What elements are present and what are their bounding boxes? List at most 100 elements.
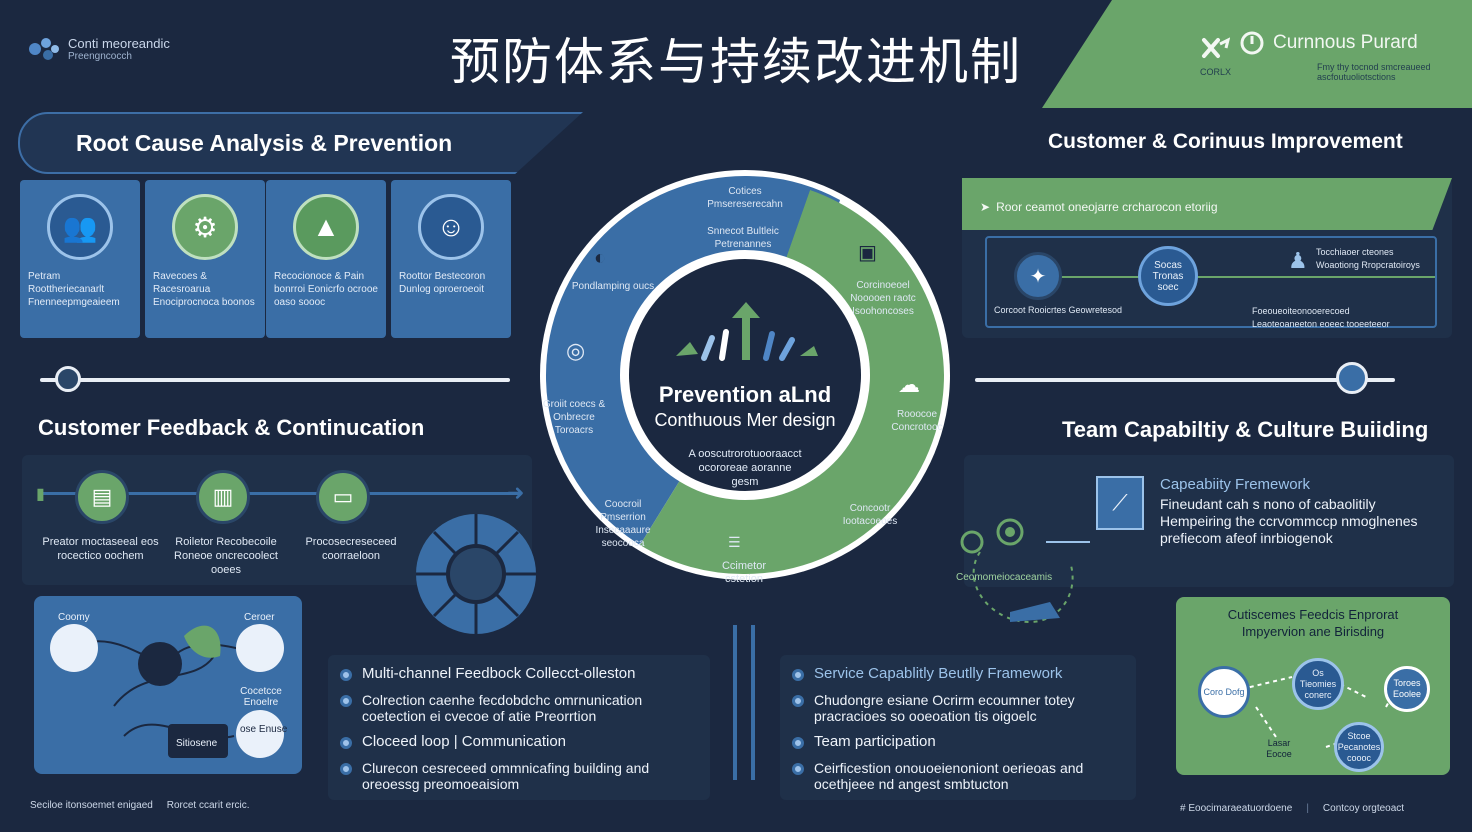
- ring-label-left-b: Groiit coecs & Onbrecre Toroacrs: [542, 399, 606, 436]
- ring-label-right-a: Corcinoeoel Nooooen raotc Isoohoncoses: [850, 280, 916, 317]
- process-right-top: Tocchiaoer cteones Woaotiong Rropcratoir…: [1316, 247, 1420, 270]
- list-item: Multi-channel Feedbock Collecct-olleston: [340, 666, 700, 682]
- center-subtitle: A ooscutrorotuooraacct ocororeae aoranne…: [688, 448, 802, 488]
- brand-tagline: Preengncocch: [68, 51, 132, 62]
- ring-label-top-a: Cotices Pmsereserecahn: [707, 186, 783, 210]
- feedback-node-2[interactable]: ▥: [196, 470, 250, 524]
- list-item: Cloceed loop | Communication: [340, 734, 700, 750]
- card-text: Ravecoes & Racesroarua Enociprocnoca boo…: [153, 271, 255, 308]
- improvement-flow: [1241, 676, 1399, 748]
- process-node: Socas Tronas soec: [1138, 246, 1198, 306]
- map-label-tl: Coomy: [58, 612, 90, 623]
- customer-improvement-bar: [962, 178, 1452, 230]
- feedback-network: [50, 624, 284, 758]
- framework-icon: ⟋: [1096, 476, 1144, 530]
- bullet-icon: [340, 737, 352, 749]
- people-icon: 👥: [47, 194, 113, 260]
- footer-left: Seciloe itonsoemet enigaed Rorcet ccarit…: [30, 800, 250, 811]
- bullet-icon: [792, 669, 804, 681]
- capability-list: Service Capablitly Beutlly Framework Chu…: [792, 666, 1128, 792]
- card-text: Recocionoce & Pain bonrroi Eonicrfo ocro…: [274, 271, 378, 308]
- monitor-icon: ▭: [332, 484, 354, 509]
- chat-icon: ◎: [566, 338, 586, 363]
- improvement-panel-title: Cutiscemes Feedcis Enprorat Impyervion a…: [1227, 607, 1399, 639]
- feedback-list-panel: [328, 655, 710, 800]
- card-text: Roottor Bestecoron Dunlog oproeroeoit: [399, 271, 486, 295]
- cross-arrow-icon: [1202, 36, 1231, 58]
- person-icon: ☺: [418, 194, 484, 260]
- mountain-icon: ▲: [293, 194, 359, 260]
- feedback-text-2: Roiletor Recobecoile Roneoe oncrecoolect…: [174, 536, 278, 576]
- bullet-icon: [792, 737, 804, 749]
- bullet-icon: [792, 763, 804, 775]
- list-item: Clurecon cesreceed ommnicafing building …: [340, 760, 700, 792]
- root-cause-heading: Root Cause Analysis & Prevention: [76, 130, 453, 156]
- map-label-br: ose Enuse: [240, 724, 288, 735]
- process-frame: [985, 236, 1437, 328]
- connector-line-left: [40, 378, 510, 382]
- brand-banner-right: [1042, 0, 1472, 108]
- ring-label-bottom-left: Coocroil Pmserrion Insecaaaure seocooca: [595, 499, 651, 549]
- brand-right-code: CORLX: [1200, 66, 1232, 77]
- bullet-icon: [340, 669, 352, 681]
- list-item: Team participation: [792, 734, 1128, 750]
- feedback-heading: Customer Feedback & Continucation: [38, 415, 425, 440]
- customer-improvement-bar-text: ➤ Roor ceamot oneojarre crcharocon etori…: [980, 200, 1218, 214]
- brand-name: Conti meoreandic: [68, 36, 170, 51]
- team-heading: Team Capabiltiy & Culture Buiiding: [1062, 417, 1429, 442]
- ring-label-bottom-right: Concootr Iootacoeoes: [842, 503, 898, 527]
- center-title: Prevention aLnd Conthuous Mer design: [654, 382, 836, 430]
- user-icon: ♟: [1288, 248, 1308, 273]
- feedback-list: Multi-channel Feedbock Collecct-olleston…: [340, 666, 700, 792]
- capability-list-panel: [780, 655, 1136, 800]
- list-item: Colrection caenhe fecdobdchc omrnunicati…: [340, 692, 700, 724]
- list-item: Service Capablitly Beutlly Framework: [792, 666, 1128, 682]
- list-item: Ceirficestion onouoeienoniont oerieoas a…: [792, 760, 1128, 792]
- device-icon: ▣: [858, 242, 877, 264]
- improvement-node-1: Coro Dofg: [1198, 666, 1250, 718]
- growth-arrows-icon: [676, 302, 818, 361]
- process-bottom-right: Foeoueoiteonooerecoed Leaoteoaneeton eoe…: [1252, 306, 1390, 329]
- brand-right-tagline: Fmy thy tocnod smcreaueed ascfoutuoliots…: [1317, 62, 1431, 82]
- connector-node-right: [1336, 362, 1368, 394]
- bullet-icon: [340, 695, 352, 707]
- connector-vertical-2: [751, 625, 755, 780]
- map-label-bc: Sitiosene: [176, 738, 218, 749]
- compass-icon: ✦: [1014, 252, 1062, 300]
- feedback-node-3[interactable]: ▭: [316, 470, 370, 524]
- connector-node-left: [55, 366, 81, 392]
- brand-right-name: Curnnous Purard: [1273, 32, 1418, 53]
- ring-icon: [1240, 31, 1264, 55]
- connector-vertical-1: [733, 625, 737, 780]
- bullet-icon: [792, 695, 804, 707]
- feedback-text-1: Preator moctaseeal eos rocectico oochem: [42, 536, 159, 562]
- root-cause-card-4[interactable]: ☺ Roottor Bestecoron Dunlog oproeroeoit: [391, 180, 511, 338]
- improvement-node-4: Lasar Eocoe: [1266, 738, 1292, 759]
- team-panel: [964, 455, 1454, 587]
- ring-label-bottom: Ccimetor cstetion: [721, 560, 766, 585]
- root-cause-card-3[interactable]: ▲ Recocionoce & Pain bonrroi Eonicrfo oc…: [266, 180, 386, 338]
- arrow-icon: ➤: [980, 200, 991, 214]
- root-cause-card-2[interactable]: ⚙ Ravecoes & Racesroarua Enociprocnoca b…: [145, 180, 265, 338]
- process-bottom-left: Corcoot Rooicrtes Geowretesod: [994, 305, 1123, 315]
- document-icon: ▤: [91, 484, 113, 509]
- map-label-mr: Cocetcce Enoelre: [240, 686, 282, 708]
- feedback-node-1[interactable]: ▤: [75, 470, 129, 524]
- framework-text: Capeabiity Fremework Fineudant cah s non…: [1160, 476, 1418, 546]
- card-text: Petram Roottheriecanarlt Fnenneepmgeaiee…: [28, 271, 120, 308]
- map-label-tr: Ceroer: [244, 612, 275, 623]
- ring-label-top-b: Snnecot Bultleic Petrenannes: [707, 226, 779, 250]
- team-icon: ⚙: [172, 194, 238, 260]
- clipboard-icon: ▥: [212, 484, 234, 509]
- ring-label-right-b: Rooocoe Concrotooc: [891, 409, 943, 433]
- cloud-icon: ☁: [898, 372, 920, 397]
- feedback-flow-line: [40, 492, 520, 495]
- root-cause-card-1[interactable]: 👥 Petram Roottheriecanarlt Fnenneepmgeai…: [20, 180, 140, 338]
- connector-line-right: [975, 378, 1395, 382]
- segment-wheel: [416, 514, 536, 634]
- brand-logo-left: Conti meoreandic Preengncocch: [26, 36, 170, 62]
- bars-icon: ☰: [728, 534, 741, 550]
- gauge-icon: ◐: [594, 247, 607, 269]
- culture-cycle: [960, 518, 1090, 624]
- root-cause-banner: [18, 112, 583, 174]
